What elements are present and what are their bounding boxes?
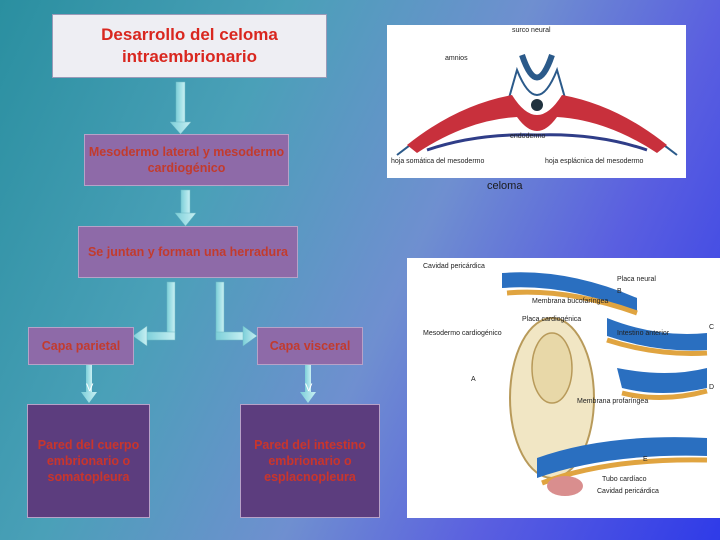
- label-membrana-profaringea: Membrana profaríngea: [577, 398, 649, 405]
- box-capa-parietal: Capa parietal: [28, 327, 134, 365]
- diagram-title: Desarrollo del celoma intraembrionario: [52, 14, 327, 78]
- label-mesodermo-cardiogenico: Mesodermo cardiogénico: [423, 330, 502, 337]
- label-d: D: [709, 384, 715, 391]
- caption-celoma: celoma: [487, 180, 523, 192]
- box-capa-visceral: Capa visceral: [257, 327, 363, 365]
- arrow-down-left-small: [81, 365, 97, 403]
- arrow-down-right-small: [300, 365, 316, 403]
- cardiac-drawing: [502, 272, 708, 496]
- arrow-elbow-left: [132, 281, 176, 347]
- label-b: B: [617, 288, 622, 295]
- cross-section-drawing: [396, 54, 678, 156]
- label-c: C: [709, 324, 715, 331]
- label-intestino-anterior: Intestino anterior: [617, 330, 670, 337]
- label-cavidad-pericardica-bottom: Cavidad pericárdica: [597, 488, 659, 495]
- embryo-cross-section-image: surco neural amnios endodermo hoja somát…: [387, 25, 686, 178]
- cardiac-development-image: Cavidad pericárdica Placa neural B Membr…: [407, 258, 720, 518]
- mark-right: V: [305, 382, 313, 394]
- arrow-down-1: [169, 81, 192, 135]
- mark-left: V: [86, 382, 94, 394]
- label-amnios: amnios: [445, 55, 468, 62]
- label-placa-cardiogenica: Placa cardiogénica: [522, 316, 582, 323]
- label-a: A: [471, 376, 476, 383]
- label-surco-neural: surco neural: [512, 27, 551, 34]
- label-placa-neural: Placa neural: [617, 276, 656, 283]
- box-herradura: Se juntan y forman una herradura: [78, 226, 298, 278]
- label-tubo-cardiaco: Tubo cardíaco: [602, 476, 647, 483]
- label-hoja-esplacnica: hoja esplácnica del mesodermo: [545, 158, 644, 165]
- box-esplacnopleura: Pared del intestino embrionario o esplac…: [240, 404, 380, 518]
- label-e: E: [643, 456, 648, 463]
- label-membrana-bucofaringea: Membrana bucofaríngea: [532, 298, 609, 305]
- label-endodermo: endodermo: [510, 133, 546, 140]
- label-hoja-somatica: hoja somática del mesodermo: [391, 158, 485, 165]
- arrow-elbow-right: [215, 281, 258, 347]
- box-mesodermo: Mesodermo lateral y mesodermo cardiogéni…: [84, 134, 289, 186]
- label-cavidad-pericardica-top: Cavidad pericárdica: [423, 263, 485, 270]
- arrow-down-2: [174, 189, 197, 227]
- box-somatopleura: Pared del cuerpo embrionario o somatople…: [27, 404, 150, 518]
